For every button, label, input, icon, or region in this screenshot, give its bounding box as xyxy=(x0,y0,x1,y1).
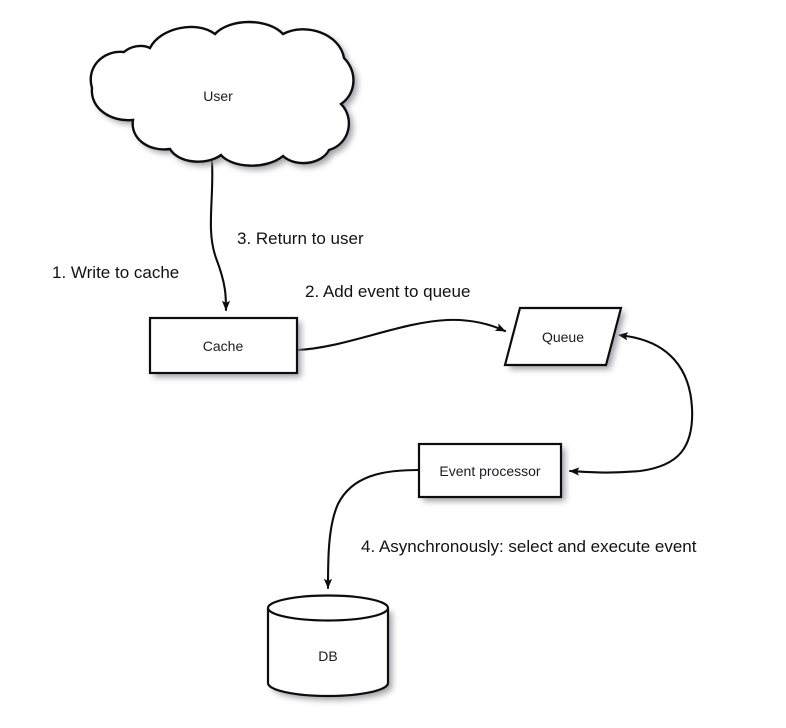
step-label-3: 3. Return to user xyxy=(237,229,364,248)
node-db-label: DB xyxy=(318,648,337,664)
node-queue-label: Queue xyxy=(542,329,584,345)
node-cache[interactable]: Cache xyxy=(148,316,299,375)
edge-event-processor-to-db xyxy=(323,468,420,590)
step-label-2: 2. Add event to queue xyxy=(305,282,470,301)
node-cache-label: Cache xyxy=(203,338,244,354)
step-label-1: 1. Write to cache xyxy=(52,263,179,282)
node-db[interactable]: DB xyxy=(266,594,390,698)
step-label-4: 4. Asynchronously: select and execute ev… xyxy=(361,537,697,556)
node-event-processor[interactable]: Event processor xyxy=(417,442,563,499)
edge-user-to-cache xyxy=(209,160,231,312)
event-processor-box-shape xyxy=(419,444,561,497)
db-cylinder-body-shape xyxy=(268,608,388,696)
db-cylinder-top-fill xyxy=(268,595,388,621)
edge-cache-to-queue xyxy=(295,318,507,352)
queue-parallelogram-outline xyxy=(503,306,623,367)
node-user[interactable]: User xyxy=(89,20,355,167)
db-cylinder-body-outline xyxy=(266,608,390,698)
node-user-label: User xyxy=(203,88,233,104)
db-cylinder-top-outline xyxy=(266,594,390,622)
cache-box-outline xyxy=(148,316,299,375)
queue-parallelogram-shape xyxy=(505,308,621,365)
event-processor-box-outline xyxy=(417,442,563,499)
cache-box-shape xyxy=(150,318,297,373)
node-queue[interactable]: Queue xyxy=(503,306,623,367)
node-event-processor-label: Event processor xyxy=(439,463,540,479)
edge-queue-event-processor-loop xyxy=(568,332,694,476)
